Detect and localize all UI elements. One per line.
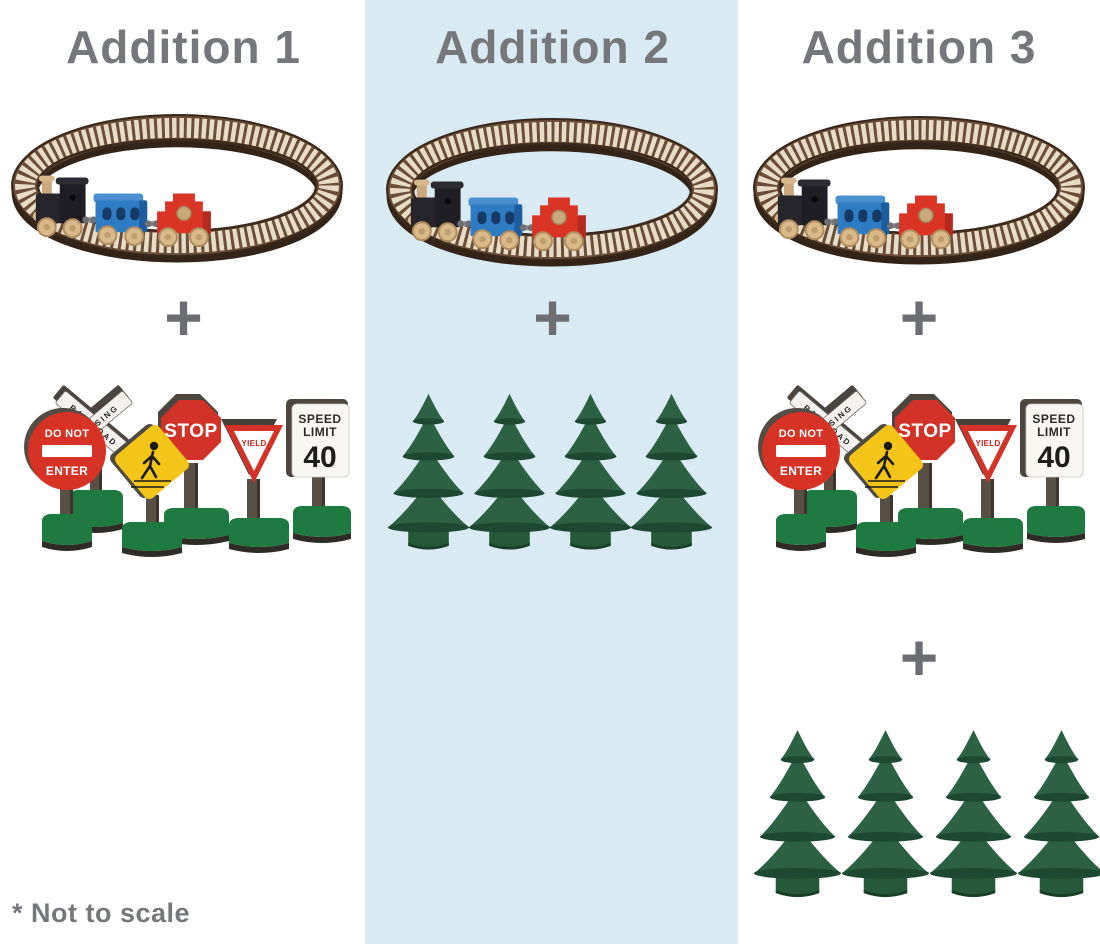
traffic-signs-image (756, 383, 1087, 558)
pine-tree-image (549, 393, 632, 550)
pine-tree-image (841, 729, 930, 898)
pine-tree-image (1017, 729, 1100, 898)
plus-icon: + (899, 280, 939, 354)
traffic-signs-image (22, 383, 353, 558)
pine-tree-image (929, 729, 1018, 898)
plus-icon: + (164, 280, 203, 354)
train-track-image (750, 108, 1088, 267)
column-addition-1: Addition 1 + (0, 0, 367, 944)
column-title: Addition 1 (66, 21, 301, 73)
train-track-image (8, 106, 346, 265)
plus-icon: + (533, 280, 572, 354)
pine-tree-image (630, 393, 713, 550)
not-to-scale-note: * Not to scale (12, 898, 191, 928)
pine-tree-image (468, 393, 551, 550)
pine-tree-image (387, 393, 470, 550)
column-addition-3: Addition 3 + + (738, 0, 1100, 944)
plus-icon: + (899, 620, 939, 694)
column-title: Addition 2 (435, 21, 670, 73)
train-track-image (383, 110, 721, 269)
column-title: Addition 3 (801, 21, 1037, 73)
pine-trees-group (387, 390, 713, 556)
pine-trees-group (753, 726, 1100, 904)
pine-tree-image (753, 729, 842, 898)
column-addition-2: Addition 2 + (367, 0, 738, 944)
